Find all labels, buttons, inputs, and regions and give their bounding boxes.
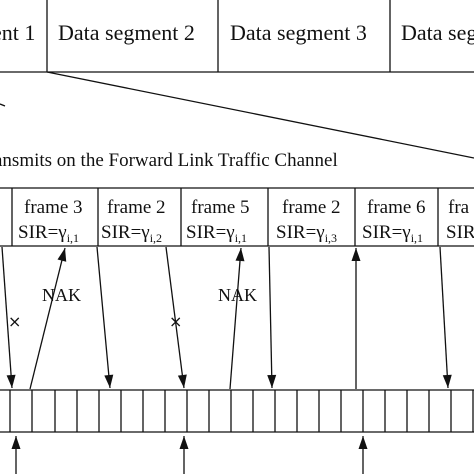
- expansion-line: [46, 71, 474, 159]
- forward-arrow-shaft: [1, 246, 13, 389]
- bottom-up-arrow: [11, 436, 21, 474]
- lost-frame-cross-icon: ×: [169, 312, 182, 331]
- frame-label: frame 3: [24, 197, 83, 218]
- nak-label: NAK: [42, 285, 81, 305]
- frame-row: frame 3 SIR=γi,1 frame 2 SIR=γi,2 frame …: [0, 187, 474, 247]
- forward-arrow: [439, 246, 452, 389]
- bottom-up-arrow: [358, 436, 368, 474]
- frame-label: frame 5: [191, 197, 250, 218]
- forward-arrow-head: [104, 374, 114, 388]
- sir-label: SIR=γi,1: [18, 222, 79, 245]
- data-segment-1-label: ent 1: [0, 20, 35, 45]
- bottom-up-arrow-head: [358, 436, 368, 449]
- forward-arrow: [96, 246, 114, 389]
- sir-label: SIR=γi,3: [276, 222, 337, 245]
- forward-arrow-head: [442, 374, 452, 388]
- forward-arrow-shaft: [268, 246, 273, 389]
- data-segment-row: ent 1 Data segment 2 Data segment 3 Data…: [0, 0, 474, 73]
- feedback-arrow: [29, 247, 67, 390]
- feedback-arrow: [229, 247, 245, 390]
- feedback-arrow-shaft: [29, 247, 66, 390]
- lost-frame-cross-icon: ×: [8, 312, 21, 331]
- bottom-up-arrow-head: [179, 436, 189, 449]
- frame-label: frame 2: [282, 197, 341, 218]
- forward-arrow: [267, 246, 277, 389]
- data-segment-2-label: Data segment 2: [58, 20, 195, 45]
- sir-label: SIR=γi,1: [186, 222, 247, 245]
- sir-label: SIR: [446, 222, 474, 243]
- bottom-up-arrow-head: [11, 436, 21, 449]
- forward-arrow-head: [6, 374, 16, 388]
- frame-label: frame 6: [367, 197, 426, 218]
- forward-arrow-shaft: [96, 246, 111, 389]
- slot-row: [0, 389, 474, 433]
- data-segment-4-label: Data seg: [401, 20, 474, 45]
- feedback-arrow: [351, 248, 361, 389]
- forward-arrow-shaft: [439, 246, 449, 389]
- forward-arrow: [1, 246, 16, 389]
- feedback-arrow-head: [57, 248, 67, 262]
- sir-label: SIR=γi,2: [101, 222, 162, 245]
- forward-arrow-head: [267, 374, 277, 388]
- nak-label: NAK: [218, 285, 257, 305]
- sir-label: SIR=γi,1: [362, 222, 423, 245]
- feedback-arrow-head: [235, 248, 245, 262]
- bottom-up-arrow: [179, 436, 189, 474]
- frame-label: fra: [448, 197, 470, 218]
- arrow-layer: [1, 246, 452, 474]
- expansion-line: [0, 103, 6, 107]
- forward-link-caption: ansmits on the Forward Link Traffic Chan…: [0, 150, 338, 171]
- feedback-arrow-shaft: [229, 247, 242, 390]
- feedback-arrow-head: [351, 248, 361, 261]
- forward-arrow-head: [177, 374, 187, 388]
- data-segment-3-label: Data segment 3: [230, 20, 367, 45]
- forward-arrow: [165, 246, 187, 389]
- frame-label: frame 2: [107, 197, 166, 218]
- forward-arrow-shaft: [165, 246, 185, 389]
